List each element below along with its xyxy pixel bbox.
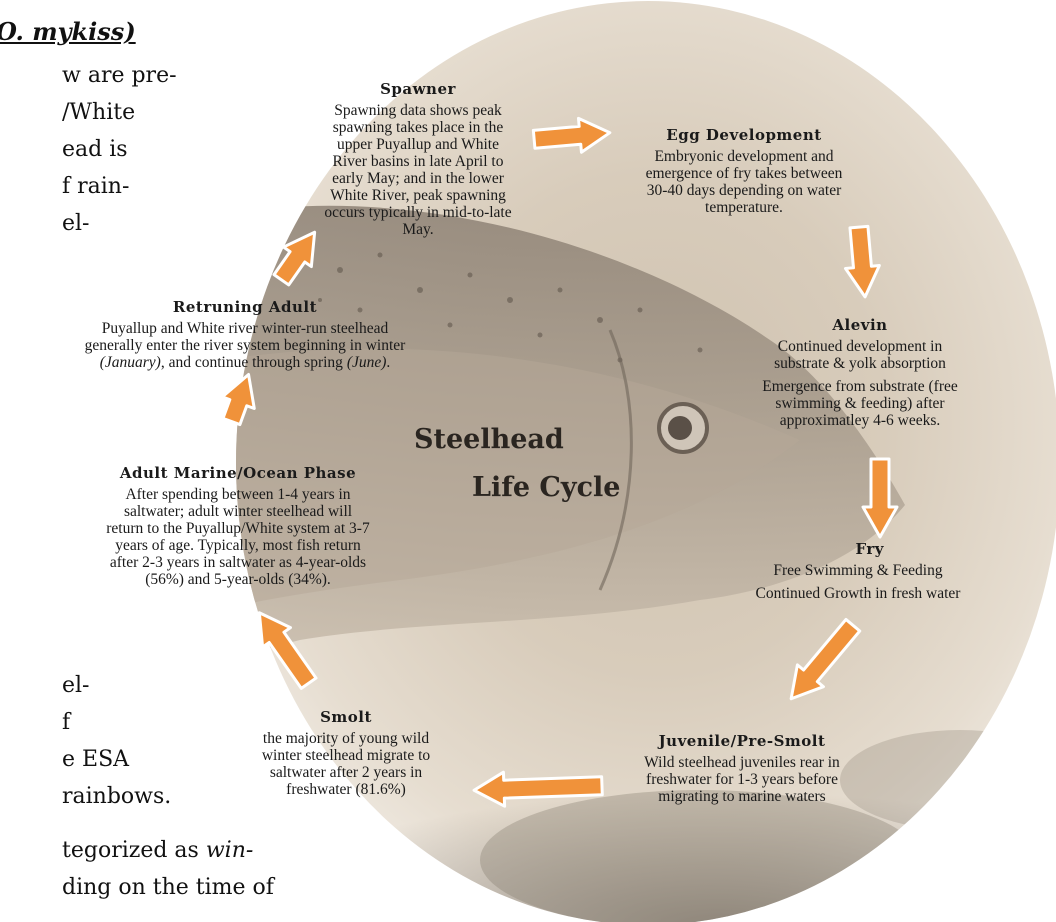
text-line: el- — [62, 211, 90, 236]
text-line: tegorized as win- — [62, 838, 254, 863]
stage-body-2: Emergence from substrate (free swimming … — [762, 378, 958, 429]
arrow-returning-to-spawner — [272, 230, 317, 287]
stage-body: Embryonic development and emergence of f… — [645, 148, 843, 216]
stage-heading: Fry — [855, 540, 884, 558]
stage-egg-development: Egg Development Embryonic development an… — [612, 126, 876, 216]
stage-body: the majority of young wild winter steelh… — [261, 730, 431, 798]
stage-body: Free Swimming & Feeding — [773, 562, 943, 579]
diagram-title-line1: Steelhead — [414, 424, 564, 455]
stage-fry: Fry Free Swimming & Feeding Continued Gr… — [720, 540, 996, 602]
stage-alevin: Alevin Continued development in substrat… — [728, 316, 992, 429]
stage-heading: Juvenile/Pre-Smolt — [658, 732, 826, 750]
text-line: ead is — [62, 137, 128, 162]
text-line: el- — [62, 673, 90, 698]
stage-body: After spending between 1-4 years in salt… — [106, 486, 370, 588]
stage-heading: Alevin — [832, 316, 888, 334]
text-line: /White — [62, 100, 136, 125]
arrow-alevin-to-fry — [861, 457, 899, 539]
text-line: e ESA — [62, 747, 130, 772]
diagram-title-line2: Life Cycle — [472, 472, 621, 503]
stage-body-2: Continued Growth in fresh water — [755, 585, 961, 602]
arrow-smolt-to-marine — [257, 611, 318, 690]
stage-adult-marine: Adult Marine/Ocean Phase After spending … — [38, 464, 438, 588]
text-line: f rain- — [62, 174, 130, 199]
text-line: rainbows. — [62, 784, 172, 809]
stage-smolt: Smolt the majority of young wild winter … — [228, 708, 464, 798]
stage-heading: Adult Marine/Ocean Phase — [119, 464, 357, 482]
arrow-egg-to-alevin — [844, 224, 881, 299]
left-column-text: O. mykiss) w are pre- /White ead is f ra… — [0, 0, 274, 922]
arrow-spawner-to-egg — [531, 116, 612, 154]
stage-heading: Spawner — [380, 80, 456, 98]
stage-body: Continued development in substrate & yol… — [774, 338, 946, 372]
text-line: ding on the time of — [62, 875, 274, 900]
stage-heading: Egg Development — [666, 126, 822, 144]
species-heading: O. mykiss) — [0, 17, 136, 46]
stage-heading: Smolt — [320, 708, 372, 726]
arrow-fry-to-juvenile — [789, 617, 862, 701]
arrow-marine-to-returning — [220, 373, 256, 427]
arrow-juvenile-to-smolt — [472, 770, 604, 808]
stage-body: Wild steelhead juveniles rear in freshwa… — [644, 754, 840, 805]
stage-heading: Retruning Adult — [172, 298, 318, 316]
stage-returning-adult: Retruning Adult Puyallup and White river… — [30, 298, 460, 371]
fish-photo-background — [236, 1, 1056, 922]
stage-spawner: Spawner Spawning data shows peak spawnin… — [298, 80, 538, 238]
stage-juvenile: Juvenile/Pre-Smolt Wild steelhead juveni… — [614, 732, 870, 805]
text-line: w are pre- — [62, 63, 177, 88]
stage-body: Puyallup and White river winter-run stee… — [84, 320, 406, 371]
text-line: f — [62, 710, 71, 735]
stage-body: Spawning data shows peak spawning takes … — [324, 102, 512, 238]
